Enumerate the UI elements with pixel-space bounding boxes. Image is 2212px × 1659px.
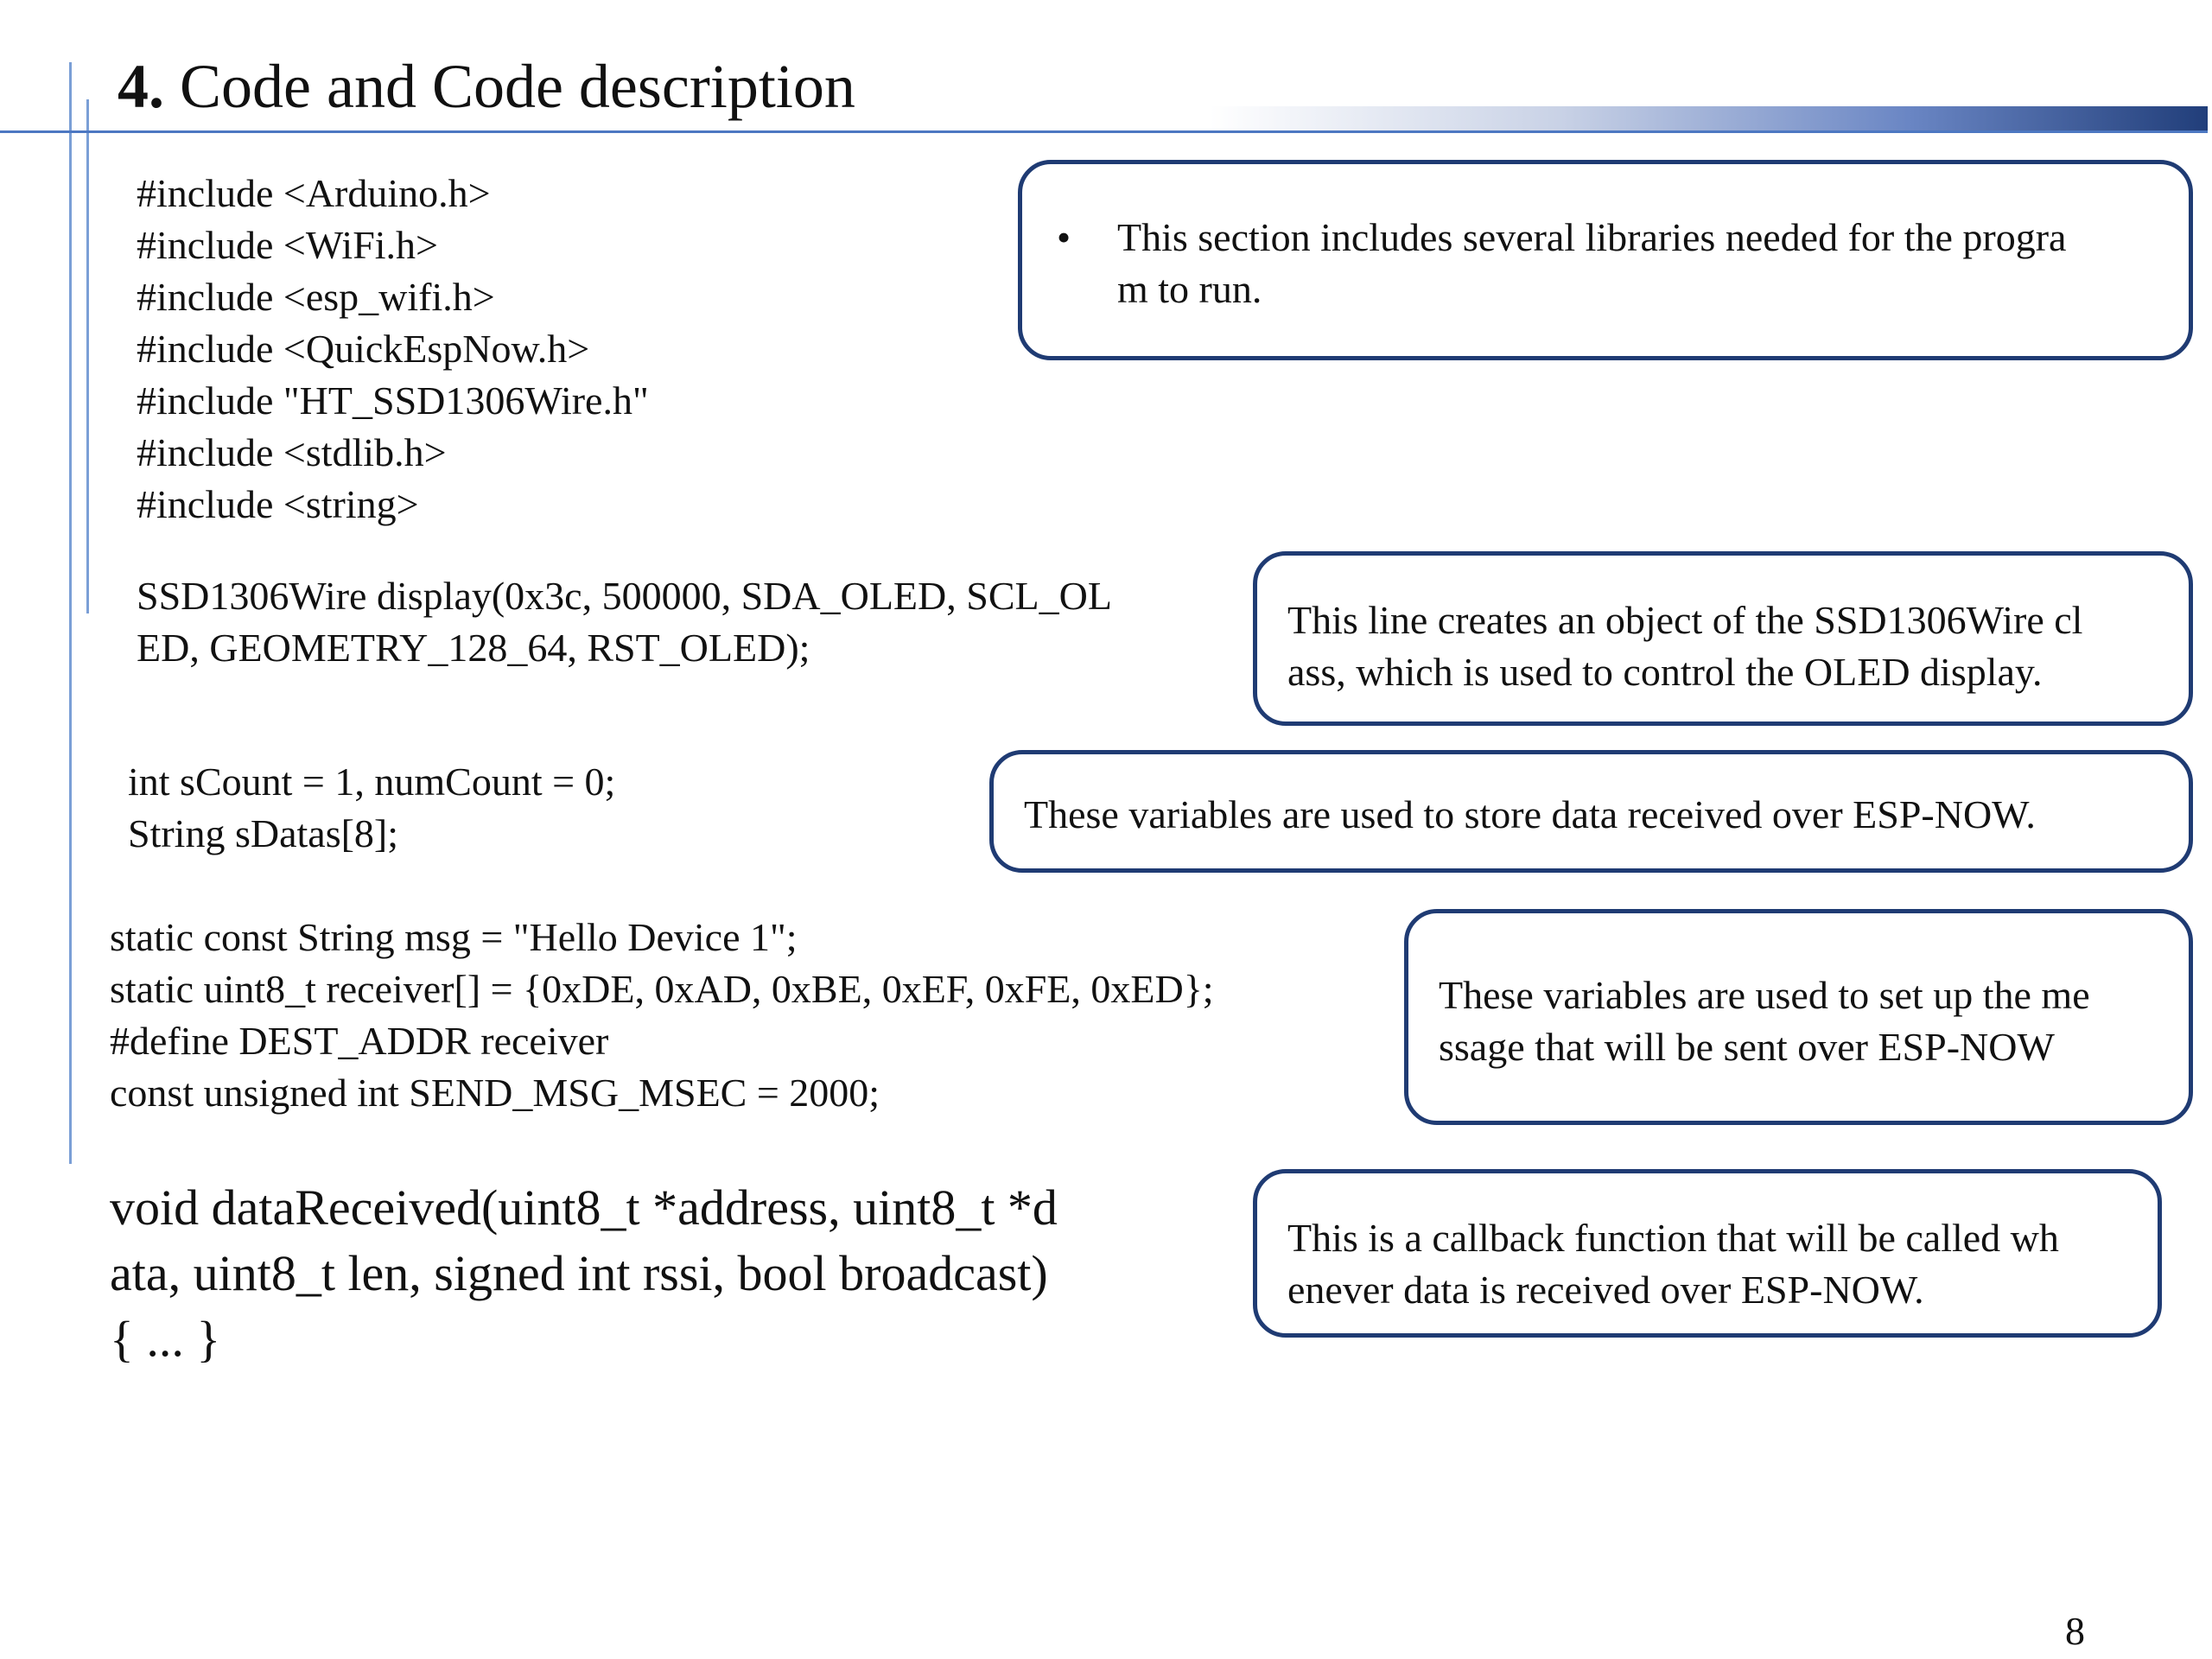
- note-box-display: This line creates an object of the SSD13…: [1253, 551, 2193, 726]
- code-block-callback: void dataReceived(uint8_t *address, uint…: [110, 1179, 1058, 1367]
- slide-title: 4. Code and Code description: [118, 48, 855, 125]
- note-box-includes: • This section includes several librarie…: [1018, 160, 2193, 360]
- note-box-variables: These variables are used to store data r…: [989, 750, 2193, 873]
- code-block-includes: #include <Arduino.h> #include <WiFi.h> #…: [137, 171, 649, 526]
- code-block-display: SSD1306Wire display(0x3c, 500000, SDA_OL…: [137, 574, 1112, 670]
- note-text-display: This line creates an object of the SSD13…: [1287, 598, 2083, 694]
- page-number: 8: [2065, 1609, 2085, 1653]
- code-block-variables: int sCount = 1, numCount = 0; String sDa…: [128, 760, 616, 855]
- title-gradient-bar: [1210, 106, 2208, 130]
- note-box-message: These variables are used to set up the m…: [1404, 909, 2193, 1125]
- left-vertical-rule-inner: [86, 99, 89, 613]
- slide-title-text: Code and Code description: [164, 52, 855, 121]
- note-box-callback: This is a callback function that will be…: [1253, 1169, 2162, 1338]
- note-text-includes: This section includes several libraries …: [1117, 215, 2067, 311]
- code-block-message: static const String msg = "Hello Device …: [110, 915, 1214, 1115]
- bullet-marker: •: [1057, 215, 1071, 259]
- slide-title-number: 4.: [118, 52, 164, 121]
- note-text-variables: These variables are used to store data r…: [1024, 792, 2036, 836]
- left-vertical-rule: [69, 62, 72, 1164]
- note-text-callback: This is a callback function that will be…: [1287, 1216, 2059, 1312]
- title-underline: [0, 130, 2208, 133]
- note-text-message: These variables are used to set up the m…: [1439, 973, 2090, 1069]
